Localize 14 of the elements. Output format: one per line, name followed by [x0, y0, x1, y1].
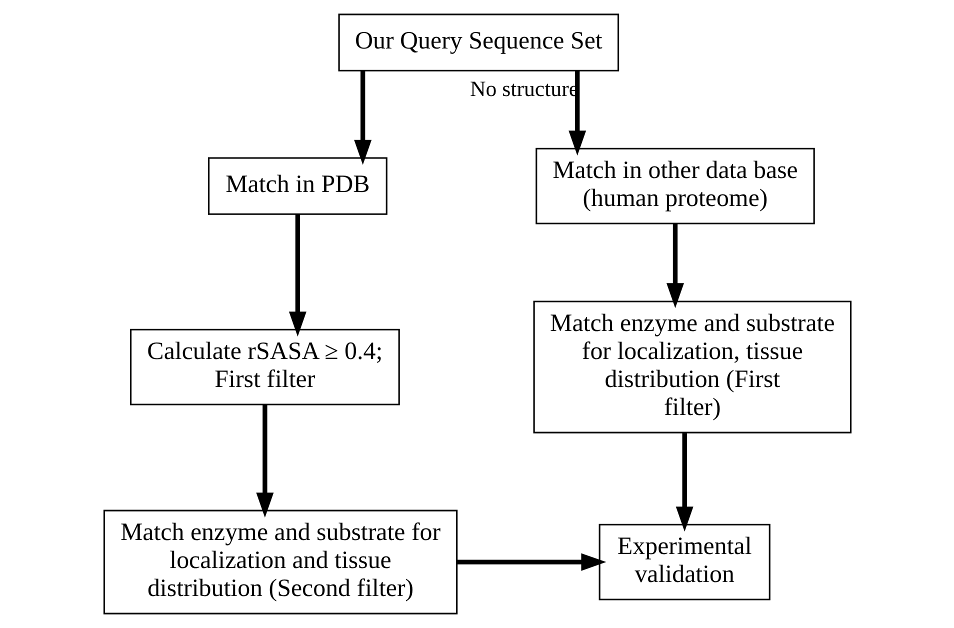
node-box: Match enzyme and substrate for localization, tissue distribution (First filter): [532, 300, 852, 434]
node-box: Match in other data base (human proteome): [535, 148, 814, 224]
arrow: [675, 433, 693, 532]
node-box: Match enzyme and substrate for localization and tissue distribution (Second filter): [102, 510, 458, 614]
node-box: Match in PDB: [208, 157, 387, 215]
arrow: [568, 70, 586, 156]
node-box: Calculate rSASA ≥ 0.4; First filter: [129, 328, 400, 406]
node-box: Our Query Sequence Set: [338, 14, 619, 72]
arrow: [456, 553, 606, 571]
arrow: [256, 404, 274, 518]
arrow: [288, 214, 306, 337]
node-box: Experimental validation: [598, 524, 770, 600]
arrow: [354, 70, 372, 165]
arrow: [666, 224, 684, 308]
